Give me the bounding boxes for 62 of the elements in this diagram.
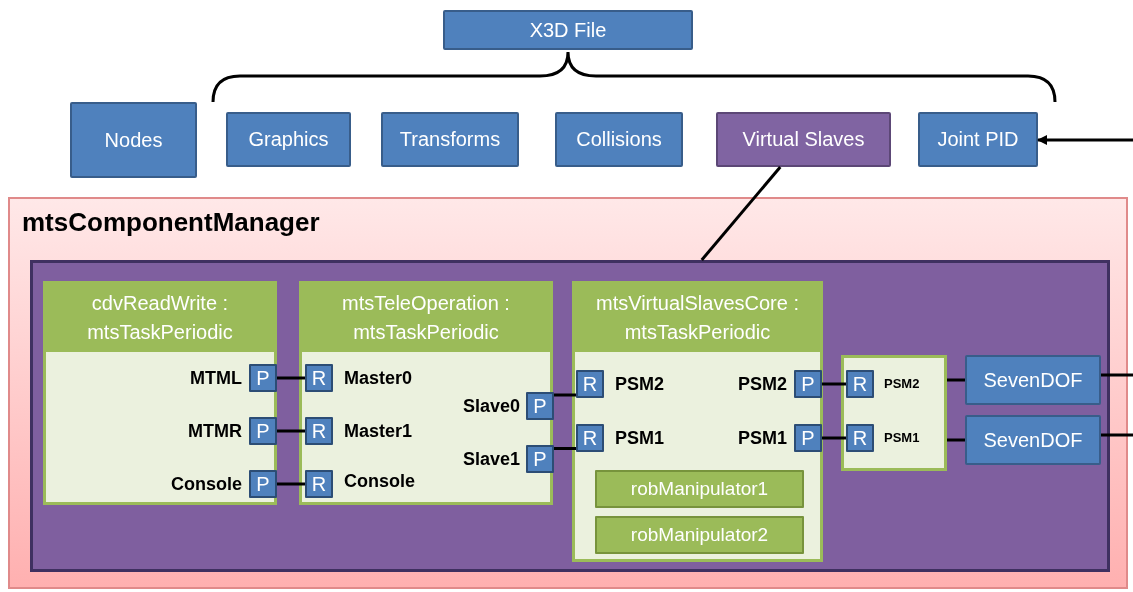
component-container <box>30 260 1110 572</box>
component-box: Joint PID <box>918 112 1038 167</box>
task-title: mtsVirtualSlavesCore : mtsTaskPeriodic <box>575 284 820 352</box>
port-label: PSM1 <box>884 429 921 447</box>
port-label: PSM1 <box>615 427 666 450</box>
port-box: P <box>526 392 554 420</box>
connector-line <box>822 436 846 440</box>
connector-line <box>700 166 782 261</box>
component-box: Nodes <box>70 102 197 178</box>
port-label: MTMR <box>187 420 242 443</box>
library-box: robManipulator1 <box>595 470 804 508</box>
port-label: PSM1 <box>736 427 787 450</box>
port-box: R <box>576 424 604 452</box>
port-label: Console <box>170 473 242 496</box>
port-box: P <box>249 417 277 445</box>
task-panel <box>572 281 823 562</box>
file-box: X3D File <box>443 10 693 50</box>
task-title: cdvReadWrite : mtsTaskPeriodic <box>46 284 274 352</box>
task-panel <box>43 281 277 505</box>
manager-panel <box>8 197 1128 589</box>
panel-title: mtsComponentManager <box>22 207 320 238</box>
class-box: SevenDOF <box>965 355 1101 405</box>
task-panel <box>299 281 553 505</box>
port-box: R <box>305 364 333 392</box>
component-box: Collisions <box>555 112 683 167</box>
port-label: PSM2 <box>615 373 666 396</box>
port-label: Console <box>344 470 416 493</box>
port-label: Master1 <box>344 420 414 443</box>
connector-line <box>822 382 846 386</box>
port-box: P <box>794 370 822 398</box>
connector-line <box>1101 373 1133 377</box>
port-box: R <box>846 424 874 452</box>
connector-line <box>947 378 965 382</box>
connector-line <box>554 447 576 450</box>
port-label: Master0 <box>344 367 414 390</box>
arrow <box>1037 135 1133 145</box>
port-group-box <box>841 355 947 471</box>
port-box: P <box>526 445 554 473</box>
port-label: PSM2 <box>884 375 921 393</box>
library-box: robManipulator2 <box>595 516 804 554</box>
port-box: P <box>794 424 822 452</box>
port-label: Slave0 <box>461 395 520 418</box>
connector-line <box>277 429 305 433</box>
port-box: R <box>305 417 333 445</box>
port-box: P <box>249 470 277 498</box>
task-title: mtsTeleOperation : mtsTaskPeriodic <box>302 284 550 352</box>
connector-line <box>554 393 576 397</box>
component-box: Transforms <box>381 112 519 167</box>
port-label: MTML <box>189 367 242 390</box>
port-label: Slave1 <box>461 448 520 471</box>
port-label: PSM2 <box>736 373 787 396</box>
class-box: SevenDOF <box>965 415 1101 465</box>
connector-line <box>277 482 305 486</box>
connector-line <box>947 438 965 442</box>
component-box: Graphics <box>226 112 351 167</box>
connector-line <box>277 376 305 380</box>
port-box: R <box>846 370 874 398</box>
connector-line <box>1101 433 1133 437</box>
component-box: Virtual Slaves <box>716 112 891 167</box>
port-box: P <box>249 364 277 392</box>
port-box: R <box>305 470 333 498</box>
port-box: R <box>576 370 604 398</box>
